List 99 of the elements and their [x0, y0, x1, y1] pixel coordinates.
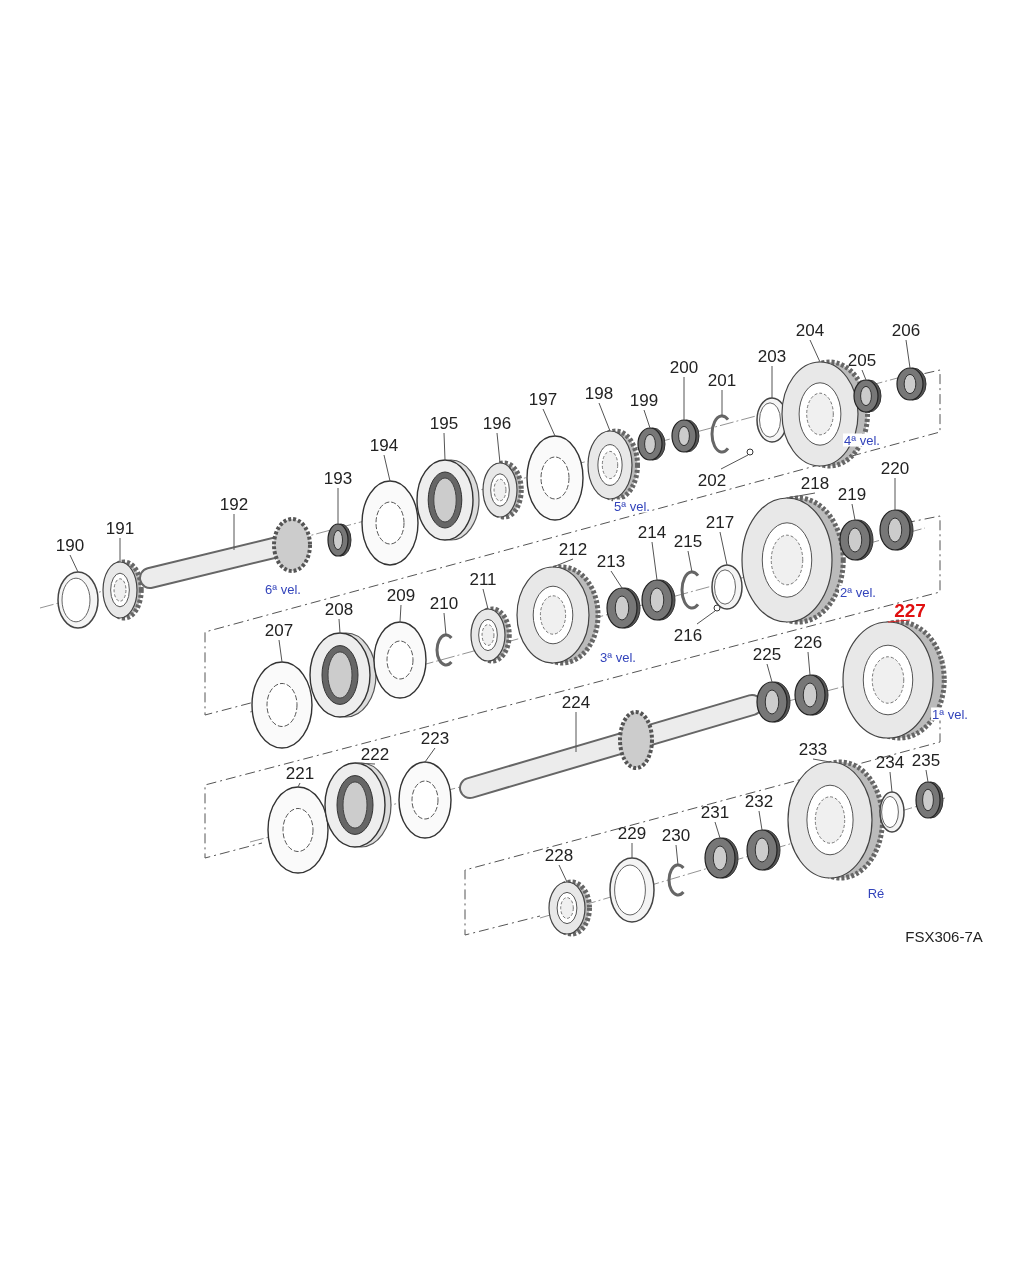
- callout-number: 233: [798, 740, 828, 758]
- leader-line: [337, 487, 339, 525]
- callout-number: 229: [617, 824, 647, 842]
- leader-line: [558, 864, 568, 883]
- callout-number: 227: [894, 600, 926, 620]
- callout-number: 194: [369, 436, 399, 454]
- callout-number: 215: [673, 532, 703, 550]
- leader-line: [812, 758, 831, 763]
- callout-number: 212: [558, 540, 588, 558]
- callout-number: 216: [673, 626, 703, 644]
- callout-number: 190: [55, 536, 85, 554]
- leader-line: [69, 554, 79, 573]
- callout-number: 210: [429, 594, 459, 612]
- leader-line: [721, 389, 723, 417]
- callout-number: 226: [793, 633, 823, 651]
- callout-number: 202: [697, 471, 727, 489]
- leader-line: [758, 810, 763, 831]
- callout-number: 191: [105, 519, 135, 537]
- leader-line: [851, 503, 856, 521]
- callout-number: 192: [219, 495, 249, 513]
- leader-line: [720, 454, 749, 470]
- gear-label: Ré: [866, 886, 886, 900]
- callout-number: 198: [584, 384, 614, 402]
- callout-number: 217: [705, 513, 735, 531]
- callout-number: 200: [669, 358, 699, 376]
- leader-line: [119, 537, 121, 563]
- callout-number: 225: [752, 645, 782, 663]
- leader-line: [696, 610, 716, 625]
- leader-line: [861, 369, 867, 381]
- callout-number: 203: [757, 347, 787, 365]
- callout-number: 228: [544, 846, 574, 864]
- callout-number: 197: [528, 390, 558, 408]
- leader-line: [683, 376, 685, 421]
- leader-line: [338, 618, 341, 634]
- leader-line: [889, 771, 893, 793]
- callout-number: 220: [880, 459, 910, 477]
- leader-line: [887, 619, 911, 623]
- leader-line: [714, 821, 721, 839]
- leader-line: [631, 842, 633, 859]
- callout-number: 223: [420, 729, 450, 747]
- callout-number: 211: [469, 570, 497, 588]
- leader-line: [354, 762, 376, 765]
- leader-line: [424, 747, 436, 763]
- callout-number: 221: [285, 764, 315, 782]
- gear-label: 4ª vel.: [843, 433, 881, 447]
- leader-line: [807, 651, 811, 676]
- callout-number: 232: [744, 792, 774, 810]
- callout-number: 209: [386, 586, 416, 604]
- leader-line: [575, 711, 577, 753]
- callout-number: 219: [837, 485, 867, 503]
- callout-number: 196: [482, 414, 512, 432]
- callout-number: 230: [661, 826, 691, 844]
- leader-line: [233, 513, 235, 551]
- callout-number: 213: [596, 552, 626, 570]
- gear-label: 1ª vel.: [931, 707, 969, 721]
- leader-line: [542, 408, 556, 437]
- leader-line: [766, 663, 773, 683]
- leader-line: [894, 477, 896, 511]
- leader-line: [496, 432, 501, 464]
- gear-label: 3ª vel.: [599, 650, 637, 664]
- callout-number: 204: [795, 321, 825, 339]
- leader-line: [905, 339, 911, 369]
- callout-number: 218: [800, 474, 830, 492]
- leader-line: [643, 409, 651, 429]
- leader-line: [297, 782, 301, 788]
- leader-line: [598, 402, 611, 432]
- leader-line: [278, 639, 283, 663]
- leader-line: [771, 365, 773, 399]
- leader-line: [482, 588, 489, 610]
- leader-line: [443, 612, 447, 636]
- gear-label: 5ª vel.: [613, 499, 651, 513]
- leader-line: [719, 531, 728, 566]
- callout-number: 214: [637, 523, 667, 541]
- callout-number: 199: [629, 391, 659, 409]
- callout-number: 234: [875, 753, 905, 771]
- callout-number: 201: [707, 371, 737, 389]
- leader-line: [809, 339, 821, 363]
- leader-line: [651, 541, 658, 581]
- leader-line: [610, 570, 623, 589]
- callout-number: 224: [561, 693, 591, 711]
- leader-line: [786, 492, 816, 499]
- leader-line: [552, 558, 574, 568]
- callout-number: 208: [324, 600, 354, 618]
- callout-number: 206: [891, 321, 921, 339]
- leader-line: [687, 550, 693, 573]
- callout-number: 235: [911, 751, 941, 769]
- callout-number: 207: [264, 621, 294, 639]
- callout-number: 231: [700, 803, 730, 821]
- callout-number: 193: [323, 469, 353, 487]
- leader-line: [925, 769, 929, 783]
- callout-number: 222: [360, 745, 390, 763]
- callout-number: 205: [847, 351, 877, 369]
- leader-line: [399, 604, 402, 623]
- leader-line: [675, 844, 679, 866]
- leader-line: [383, 454, 391, 482]
- callout-number: 195: [429, 414, 459, 432]
- leader-line: [443, 432, 446, 461]
- gear-label: 2ª vel.: [839, 585, 877, 599]
- gear-label: 6ª vel.: [264, 582, 302, 596]
